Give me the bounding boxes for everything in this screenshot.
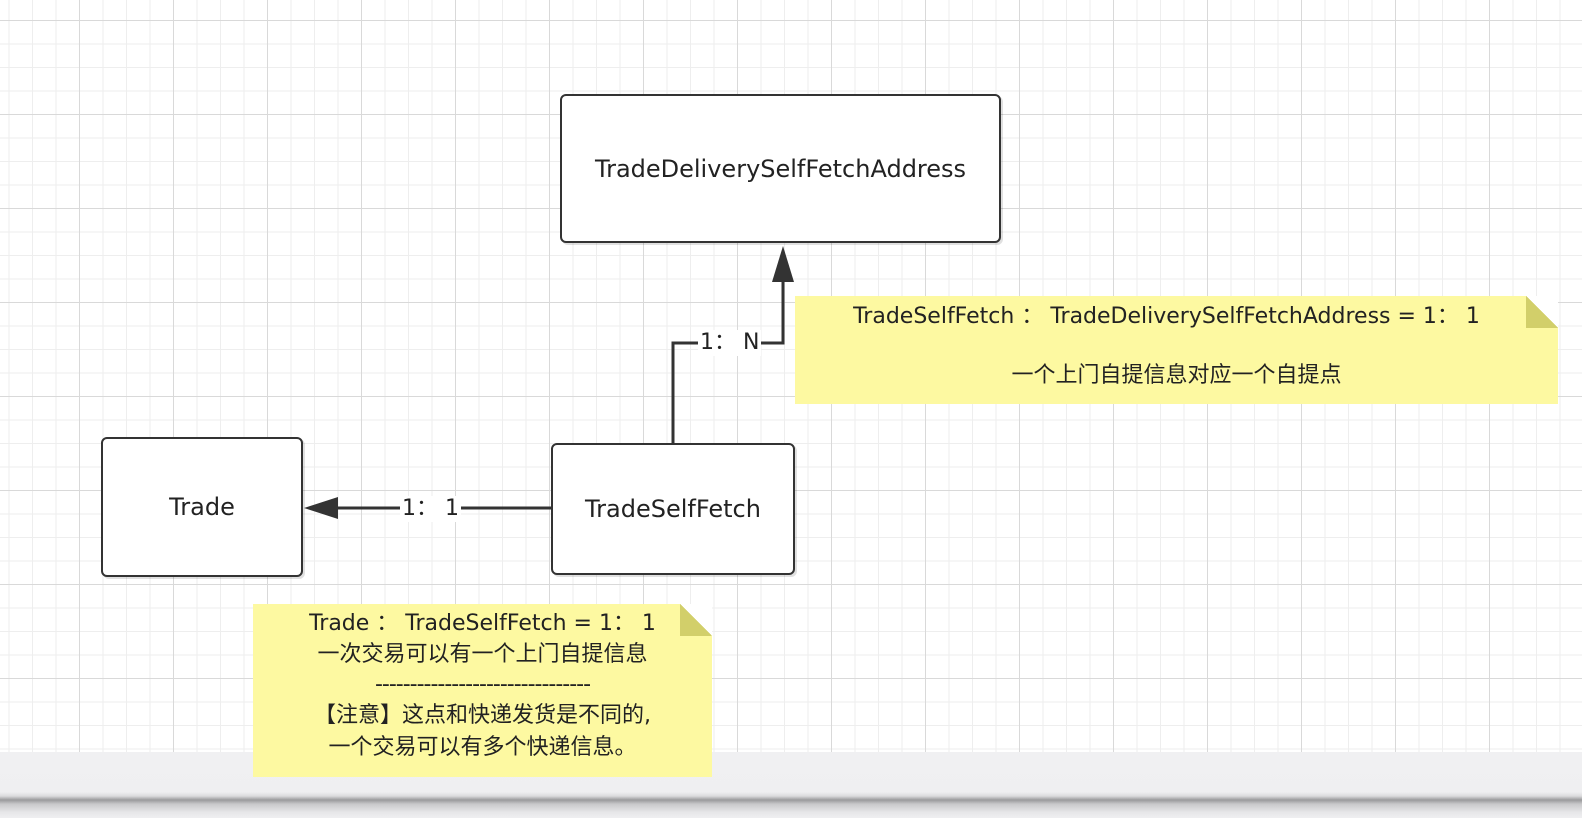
entity-label: TradeSelfFetch	[585, 495, 761, 523]
entity-trade[interactable]: Trade	[101, 437, 303, 577]
entity-trade-delivery-self-fetch-address[interactable]: TradeDeliverySelfFetchAddress	[560, 94, 1001, 243]
entity-label: Trade	[169, 493, 235, 521]
note-line: 一次交易可以有一个上门自提信息	[317, 642, 648, 667]
note-line: 【注意】这点和快递发货是不同的,	[314, 703, 651, 728]
note-fold-shade	[1526, 296, 1558, 328]
arrowhead-address	[772, 246, 794, 282]
entity-label: TradeDeliverySelfFetchAddress	[594, 154, 967, 183]
edge-label-one-to-many: 1： N	[698, 330, 762, 356]
note-line: 一个交易可以有多个快递信息。	[328, 735, 637, 760]
arrowhead-trade	[304, 497, 338, 519]
entity-trade-self-fetch[interactable]: TradeSelfFetch	[551, 443, 795, 575]
note-divider: -------------------------------	[374, 672, 591, 697]
edge-label-one-to-one: 1： 1	[400, 496, 461, 522]
note-line: TradeSelfFetch ： TradeDeliverySelfFetchA…	[853, 304, 1480, 329]
edge-selffetch-to-address[interactable]	[671, 282, 785, 443]
note-selffetch-address[interactable]: TradeSelfFetch ： TradeDeliverySelfFetchA…	[795, 296, 1558, 404]
note-trade-selffetch[interactable]: Trade ： TradeSelfFetch = 1： 1 一次交易可以有一个上…	[253, 604, 712, 777]
note-fold-shade	[680, 604, 712, 636]
note-line: 一个上门自提信息对应一个自提点	[1011, 363, 1342, 388]
note-line: Trade ： TradeSelfFetch = 1： 1	[309, 611, 656, 636]
